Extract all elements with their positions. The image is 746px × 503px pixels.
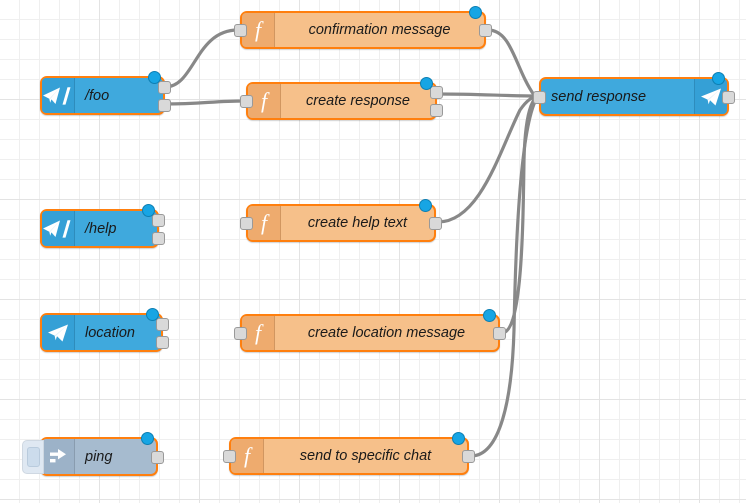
wire-send-to-specific-chat-to-send-response[interactable]	[469, 94, 540, 458]
input-port[interactable]	[240, 95, 253, 108]
node-create-location-message[interactable]: f create location message	[234, 309, 506, 352]
node-status-dot	[483, 309, 496, 322]
node-status-dot	[146, 308, 159, 321]
telegram-command-icon	[42, 211, 75, 246]
node-status-dot	[142, 204, 155, 217]
node-status-dot	[148, 71, 161, 84]
node-label: ping	[85, 448, 113, 465]
node-create-response[interactable]: f create response	[240, 77, 443, 120]
node-ping[interactable]: ping	[22, 432, 164, 476]
wire-confirmation-message-to-send-response[interactable]	[486, 28, 540, 98]
node-label: send to specific chat	[299, 448, 432, 464]
node-status-dot	[469, 6, 482, 19]
output-port[interactable]	[430, 104, 443, 117]
node-label: confirmation message	[308, 22, 451, 38]
function-f-icon: f	[242, 13, 275, 47]
telegram-icon	[42, 315, 75, 350]
output-port[interactable]	[430, 86, 443, 99]
node-label: create location message	[307, 325, 466, 341]
node-status-dot	[420, 77, 433, 90]
inject-button-knob	[26, 446, 40, 467]
inject-trigger-button[interactable]	[22, 439, 44, 474]
function-f-icon: f	[248, 206, 281, 240]
svg-text:f: f	[255, 321, 264, 345]
function-f-icon: f	[242, 316, 275, 350]
output-port[interactable]	[156, 317, 169, 331]
node-send-response[interactable]: send response	[533, 72, 735, 116]
output-port[interactable]	[152, 231, 165, 245]
wire-foo-to-create-response[interactable]	[163, 99, 246, 106]
output-port[interactable]	[462, 450, 475, 463]
node-confirmation-message[interactable]: f confirmation message	[234, 6, 492, 49]
output-port[interactable]	[156, 335, 169, 349]
output-port[interactable]	[479, 24, 492, 37]
function-f-icon: f	[248, 84, 281, 118]
output-port[interactable]	[429, 217, 442, 230]
node-label: /help	[85, 220, 117, 237]
wire-create-response-to-send-response[interactable]	[437, 92, 540, 98]
output-port[interactable]	[152, 213, 165, 227]
node-label: send response	[551, 88, 647, 105]
input-port[interactable]	[234, 327, 247, 340]
node-status-dot	[419, 199, 432, 212]
output-port[interactable]	[493, 327, 506, 340]
node-status-dot	[452, 432, 465, 445]
telegram-send-icon	[694, 79, 727, 114]
node-foo[interactable]: /foo	[40, 71, 171, 115]
node-status-dot	[712, 72, 725, 85]
wire-create-location-message-to-send-response[interactable]	[500, 94, 540, 335]
svg-text:f: f	[255, 18, 264, 42]
input-port[interactable]	[234, 24, 247, 37]
node-location[interactable]: location	[40, 308, 169, 352]
node-status-dot	[141, 432, 154, 445]
node-label: /foo	[85, 87, 110, 104]
node-label: create help text	[307, 215, 408, 231]
node-help[interactable]: /help	[40, 204, 165, 248]
wire-create-help-text-to-send-response[interactable]	[436, 94, 540, 224]
inject-arrow-icon	[42, 439, 75, 474]
node-label: create response	[306, 93, 410, 109]
output-port[interactable]	[158, 98, 171, 112]
output-port[interactable]	[151, 450, 164, 464]
input-port[interactable]	[223, 450, 236, 463]
node-create-help-text[interactable]: f create help text	[240, 199, 442, 242]
node-send-to-specific-chat[interactable]: f send to specific chat	[223, 432, 475, 475]
output-port[interactable]	[158, 80, 171, 94]
input-port[interactable]	[533, 90, 546, 104]
input-port[interactable]	[240, 217, 253, 230]
svg-text:f: f	[244, 444, 253, 468]
output-port[interactable]	[722, 90, 735, 104]
function-f-icon: f	[231, 439, 264, 473]
svg-text:f: f	[261, 211, 270, 235]
svg-text:f: f	[261, 89, 270, 113]
wire-foo-to-confirmation-message[interactable]	[163, 28, 240, 89]
node-label: location	[85, 324, 135, 341]
telegram-command-icon	[42, 78, 75, 113]
